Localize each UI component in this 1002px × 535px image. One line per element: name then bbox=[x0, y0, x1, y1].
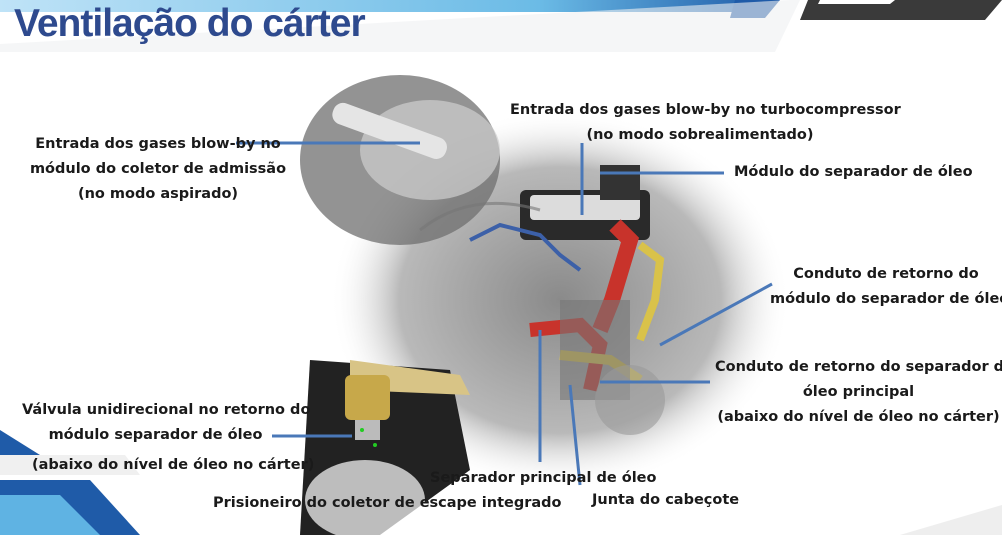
label-intake-blowby-entry: Entrada dos gases blow-by no módulo do c… bbox=[22, 132, 294, 207]
label-exhaust-manifold-stud: Prisioneiro do coletor de escape integra… bbox=[213, 495, 562, 511]
label-line: Entrada dos gases blow-by no turbocompre… bbox=[510, 102, 901, 118]
label-main-oil-separator: Separador principal de óleo bbox=[430, 470, 657, 486]
label-line: Conduto de retorno do separador de bbox=[715, 359, 1002, 375]
label-head-gasket: Junta do cabeçote bbox=[592, 492, 740, 508]
label-line: módulo do coletor de admissão bbox=[29, 161, 287, 177]
label-module-return-duct: Conduto de retorno do módulo do separado… bbox=[770, 262, 1002, 312]
label-line: (no modo aspirado) bbox=[77, 186, 239, 202]
label-oil-separator-module: Módulo do separador de óleo bbox=[734, 164, 973, 180]
slide-title: Ventilação do cárter bbox=[14, 2, 366, 45]
label-line: módulo do separador de óleo bbox=[770, 291, 1002, 307]
label-check-valve: Válvula unidirecional no retorno do módu… bbox=[22, 398, 311, 448]
label-line: Válvula unidirecional no retorno do bbox=[22, 402, 311, 418]
label-turbo-blowby-entry: Entrada dos gases blow-by no turbocompre… bbox=[510, 98, 901, 148]
leader-lines bbox=[236, 141, 773, 486]
label-line: Entrada dos gases blow-by no bbox=[35, 136, 281, 152]
label-line: óleo principal bbox=[802, 384, 915, 400]
label-line: módulo separador de óleo bbox=[48, 427, 263, 443]
label-check-valve-note: (abaixo do nível de óleo no cárter) bbox=[32, 457, 315, 473]
label-line: (no modo sobrealimentado) bbox=[586, 127, 814, 143]
engine-illustration bbox=[300, 75, 790, 535]
label-line: (abaixo do nível de óleo no cárter) bbox=[717, 409, 1000, 425]
label-main-separator-return-duct: Conduto de retorno do separador de óleo … bbox=[715, 355, 1002, 430]
label-line: Conduto de retorno do bbox=[793, 266, 979, 282]
